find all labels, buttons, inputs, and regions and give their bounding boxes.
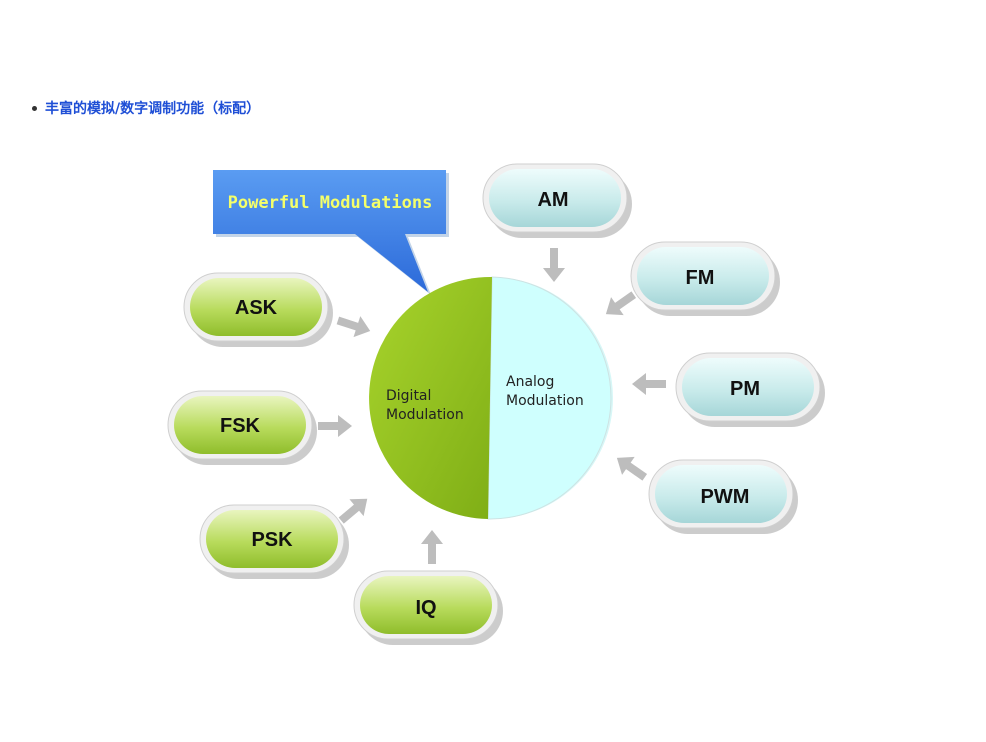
arrow-pwm-icon [616,456,648,481]
node-fm-label: FM [686,267,715,289]
arrow-pm-icon [632,373,666,395]
arrow-iq-icon [421,530,443,564]
center-circle: Digital Modulation Analog Modulation [369,276,613,520]
node-fm: FM [630,241,780,316]
bullet-icon [32,105,37,111]
analog-label-line1: Analog [506,374,554,390]
node-iq: IQ [353,570,503,645]
analog-half [487,276,612,520]
arrow-fsk-icon [318,415,352,437]
node-psk-label: PSK [251,529,293,551]
node-ask-label: ASK [235,297,278,319]
heading-line: 丰富的模拟/数字调制功能（标配） [32,98,260,118]
analog-label: Analog Modulation [506,374,584,409]
digital-label: Digital Modulation [386,388,464,423]
node-ask: ASK [183,272,333,347]
digital-label-line2: Modulation [386,407,464,423]
heading-text: 丰富的模拟/数字调制功能（标配） [45,101,261,117]
arrow-fm-icon [605,291,637,316]
node-pm: PM [675,352,825,427]
node-pwm-label: PWM [701,486,750,508]
arrows [318,248,666,564]
arrow-am-icon [543,248,565,282]
node-iq-label: IQ [415,597,436,619]
arrow-ask-icon [336,316,371,338]
callout-text: Powerful Modulations [228,193,433,213]
node-pwm: PWM [648,459,798,534]
callout-box: Powerful Modulations [213,170,449,295]
analog-label-line2: Modulation [506,393,584,409]
node-psk: PSK [199,504,349,579]
node-pm-label: PM [730,378,760,400]
node-fsk: FSK [167,390,317,465]
node-fsk-label: FSK [220,415,261,437]
node-am-label: AM [537,189,568,211]
digital-label-line1: Digital [386,388,431,404]
digital-half [369,276,492,519]
node-am: AM [482,163,632,238]
arrow-psk-icon [338,498,368,524]
